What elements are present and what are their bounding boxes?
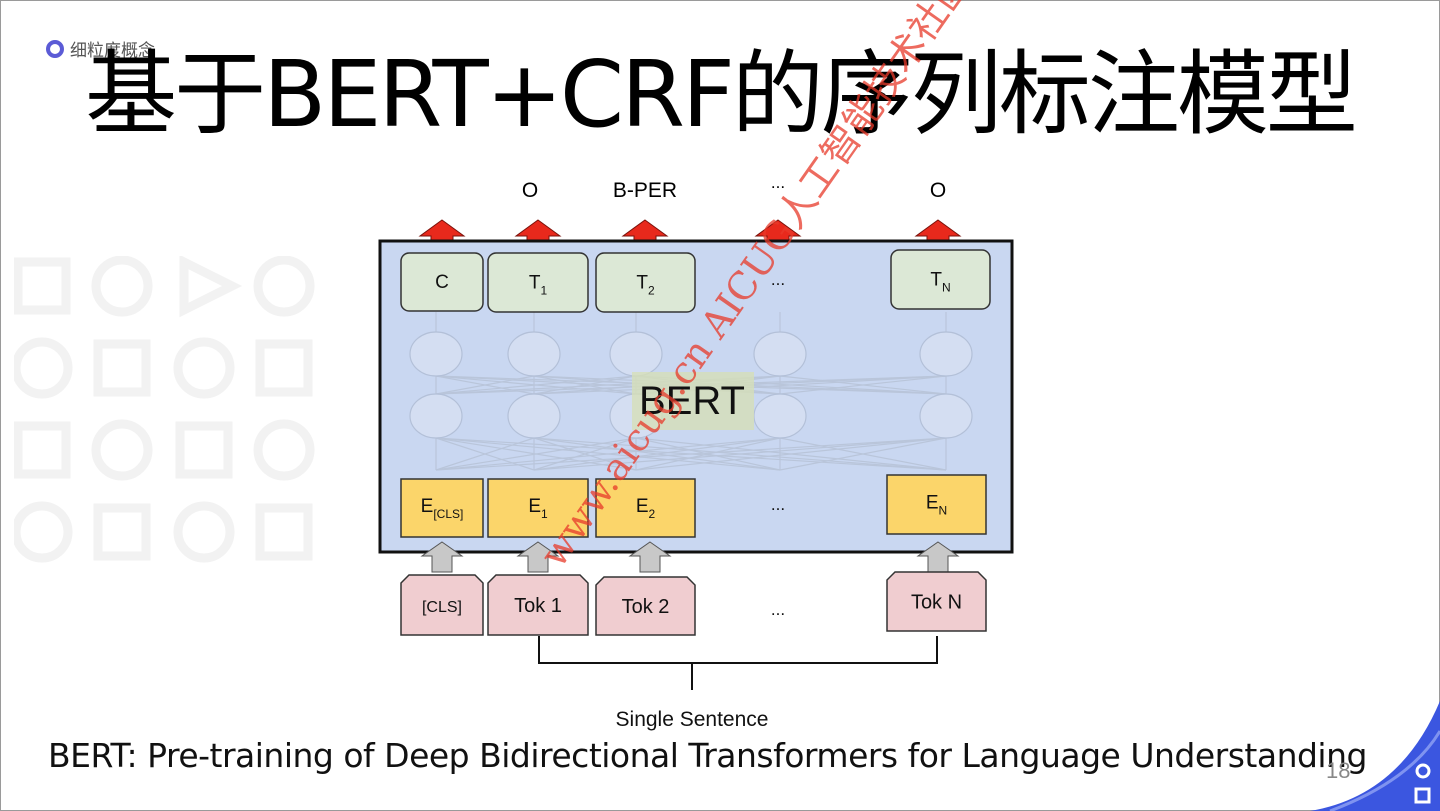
token-label: [CLS] [422, 599, 462, 616]
bert-label-bg [632, 372, 754, 430]
network-node [507, 331, 561, 377]
embedding-label: EN [926, 493, 947, 518]
section-label: 细粒度概念 [70, 41, 155, 61]
hidden-state-label: C [435, 272, 449, 293]
hidden-state-label: T1 [529, 273, 548, 298]
circle-icon [46, 39, 64, 58]
token-label: Tok 2 [622, 596, 670, 618]
hidden-state-label: T2 [636, 273, 655, 298]
gray-arrow-icon [420, 541, 464, 573]
logo-square-icon [1414, 787, 1431, 804]
hidden-state-box [400, 252, 484, 312]
input-arrows [420, 541, 960, 573]
hidden-ellipsis: ... [771, 270, 785, 289]
token-box [595, 576, 696, 636]
embedding-ellipsis: ... [771, 495, 785, 514]
reference-caption: BERT: Pre-training of Deep Bidirectional… [48, 736, 1367, 775]
output-label: O [522, 179, 538, 202]
network-node [753, 331, 807, 377]
slide-title: 基于BERT+CRF的序列标注模型 [85, 41, 1358, 148]
embedding-box [595, 478, 696, 538]
output-label: ... [771, 173, 785, 192]
token-ellipsis: ... [771, 600, 785, 619]
page-number: 18 [1326, 758, 1351, 783]
network-node [919, 331, 973, 377]
token-box [487, 574, 589, 636]
hidden-state-label: TN [930, 270, 950, 295]
embedding-label: E[CLS] [421, 496, 464, 521]
gray-arrow-icon [628, 541, 672, 573]
token-label: Tok 1 [514, 595, 562, 617]
embedding-label: E2 [636, 496, 656, 521]
bert-label: BERT [639, 379, 745, 423]
logo-circle-icon [1415, 763, 1431, 779]
network-node [409, 331, 463, 377]
network-node [919, 393, 973, 439]
token-box [400, 574, 484, 636]
network-node [409, 393, 463, 439]
corner-decoration [1310, 701, 1440, 811]
hidden-state-box [487, 252, 589, 313]
embedding-box [400, 478, 484, 538]
network-nodes [409, 331, 973, 439]
embedding-box [886, 474, 987, 535]
output-label: O [930, 179, 946, 202]
sentence-bracket [538, 636, 938, 690]
token-box [886, 571, 987, 632]
input-label: Single Sentence [616, 708, 769, 731]
background-shapes [14, 256, 315, 563]
section-tag: 细粒度概念 [46, 36, 155, 61]
embedding-label: E1 [528, 496, 548, 521]
hidden-state-box [595, 252, 696, 313]
embedding-box [487, 478, 589, 538]
network-node [609, 331, 663, 377]
gray-arrow-icon [516, 541, 560, 573]
hidden-state-box [890, 249, 991, 310]
token-label: Tok N [911, 592, 962, 614]
network-node [753, 393, 807, 439]
network-node [507, 393, 561, 439]
output-label: B-PER [613, 179, 677, 202]
